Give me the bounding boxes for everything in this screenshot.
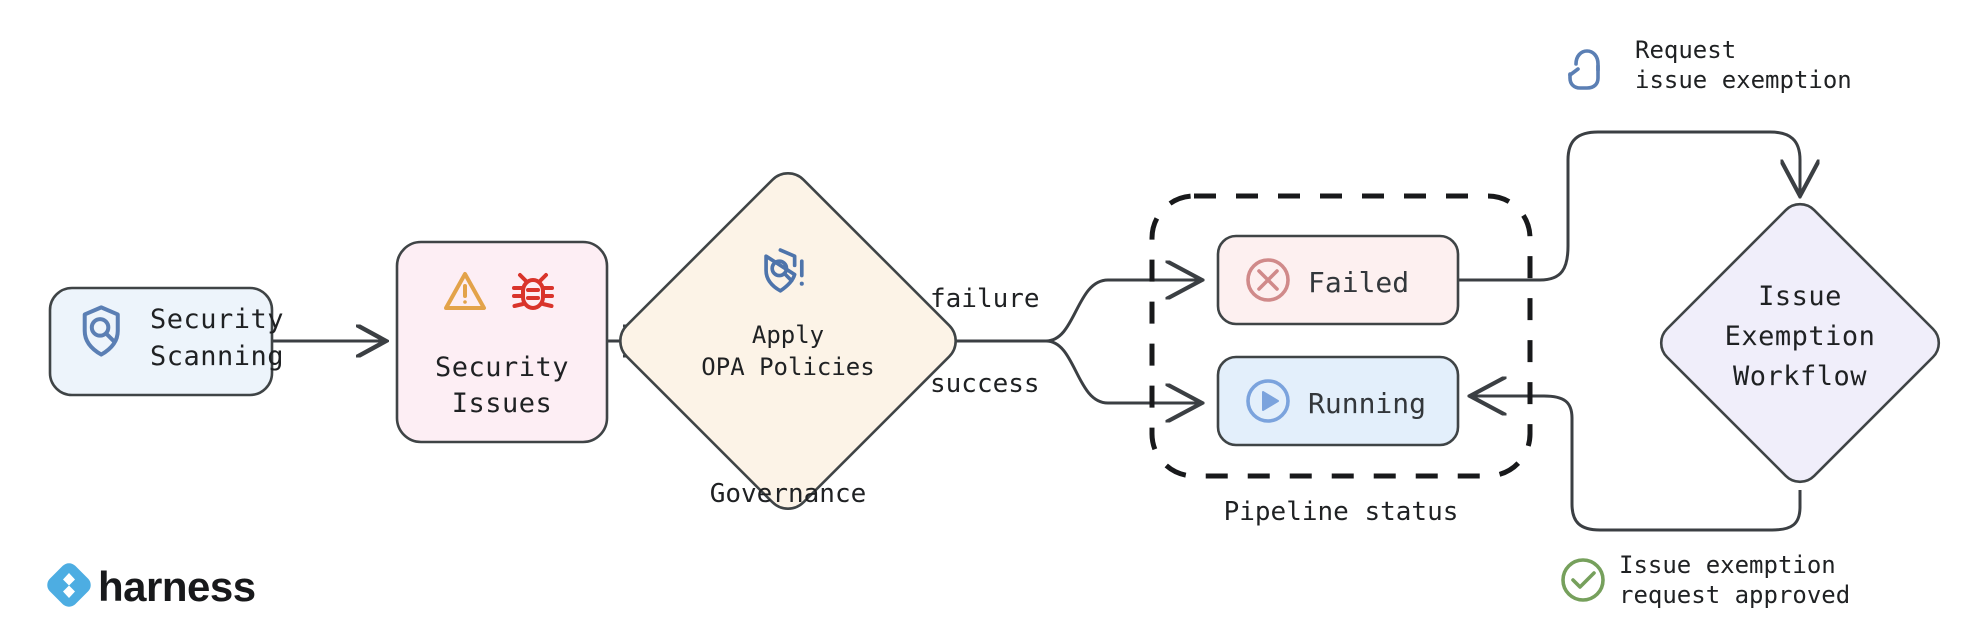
harness-logo-icon <box>47 563 91 607</box>
exemption-approved-line-1: Issue exemption <box>1619 551 1836 579</box>
circle-play-icon <box>1246 379 1290 423</box>
security-scanning-box[interactable] <box>48 286 274 397</box>
shield-search-icon <box>82 305 120 357</box>
apply-opa-policies-diamond[interactable] <box>611 164 965 518</box>
running-box[interactable] <box>1216 355 1460 447</box>
circle-x-icon <box>1246 258 1290 302</box>
failed-label: Failed <box>1308 266 1409 299</box>
shield-search-alert-icon <box>764 248 804 293</box>
apply-opa-label-1: Apply <box>752 321 824 349</box>
governance-group-label: Governance <box>710 479 867 509</box>
edge-success-branch <box>1045 339 1202 403</box>
annotation-request-exemption: Request issue exemption <box>1568 36 1852 94</box>
circle-check-icon <box>1561 558 1605 602</box>
issue-exemption-label-3: Workflow <box>1733 361 1867 392</box>
issue-exemption-label-2: Exemption <box>1725 321 1876 352</box>
pipeline-status-dashed-border <box>1149 193 1533 479</box>
edge-label-success: success <box>930 369 1040 399</box>
harness-wordmark: harness <box>98 563 256 610</box>
security-issues-label-2: Issues <box>452 388 553 419</box>
issue-exemption-workflow-diamond[interactable] <box>1653 196 1947 490</box>
pipeline-status-group: Pipeline status <box>1149 193 1533 527</box>
hand-pointer-icon <box>1568 49 1600 90</box>
exemption-approved-line-2: request approved <box>1619 581 1850 609</box>
security-issues-label-1: Security <box>435 352 569 383</box>
security-issues-box[interactable] <box>395 240 609 444</box>
security-scanning-label-2: Scanning <box>150 341 284 372</box>
failed-box[interactable] <box>1216 234 1460 326</box>
node-security-scanning[interactable]: Security Scanning <box>48 286 284 397</box>
running-label: Running <box>1308 387 1426 420</box>
bug-icon <box>512 273 554 310</box>
annotation-exemption-approved: Issue exemption request approved <box>1561 551 1850 609</box>
harness-brand: harness <box>47 563 256 610</box>
security-scanning-label-1: Security <box>150 304 284 335</box>
node-security-issues[interactable]: Security Issues <box>395 240 609 444</box>
edge-label-failure: failure <box>930 284 1040 314</box>
node-running[interactable]: Running <box>1216 355 1460 447</box>
edge-failure-branch <box>1045 280 1202 343</box>
node-apply-opa-policies[interactable]: Apply OPA Policies <box>611 164 965 518</box>
issue-exemption-label-1: Issue <box>1758 281 1842 312</box>
node-failed[interactable]: Failed <box>1216 234 1460 326</box>
edge-failed-to-exemption <box>1457 130 1800 282</box>
edge-exemption-to-running <box>1470 396 1802 532</box>
request-exemption-line-2: issue exemption <box>1635 66 1852 94</box>
node-issue-exemption-workflow[interactable]: Issue Exemption Workflow <box>1653 196 1947 490</box>
warning-triangle-icon <box>444 272 486 310</box>
apply-opa-label-2: OPA Policies <box>701 353 874 381</box>
request-exemption-line-1: Request <box>1635 36 1736 64</box>
pipeline-status-group-label: Pipeline status <box>1224 497 1459 527</box>
